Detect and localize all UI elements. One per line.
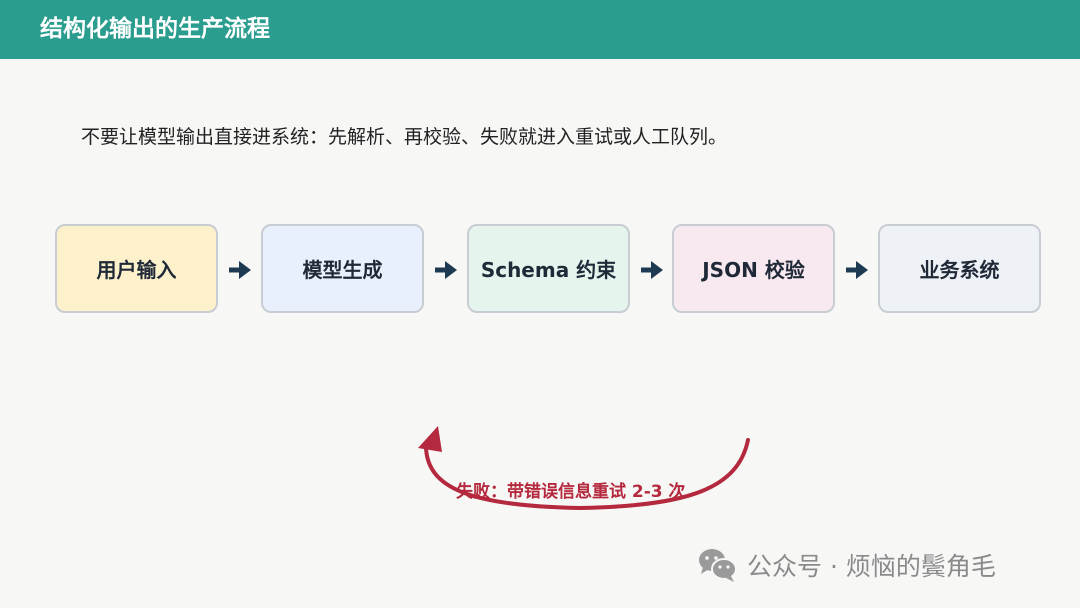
flow-step-user-input: 用户输入 [55,224,218,313]
watermark: 公众号 · 烦恼的鬓角毛 [697,547,996,583]
watermark-text: 公众号 · 烦恼的鬓角毛 [747,552,996,581]
retry-loop-arrow [418,426,750,511]
page-title: 结构化输出的生产流程 [40,16,270,42]
header-bar: 结构化输出的生产流程 [0,0,1080,59]
retry-label: 失败：带错误信息重试 2-3 次 [456,482,686,502]
flow-step-json-validation: JSON 校验 [672,224,835,313]
wechat-icon [699,549,737,582]
flow-arrow-icon [846,261,868,279]
flow-step-schema-constraint: Schema 约束 [467,224,630,313]
flow-arrow-icon [229,261,251,279]
flow-arrow-icon [435,261,457,279]
flow-step-model-generate: 模型生成 [261,224,424,313]
flow-step-business-system: 业务系统 [878,224,1041,313]
flow-arrow-icon [641,261,663,279]
subtitle-text: 不要让模型输出直接进系统：先解析、再校验、失败就进入重试或人工队列。 [81,126,728,148]
